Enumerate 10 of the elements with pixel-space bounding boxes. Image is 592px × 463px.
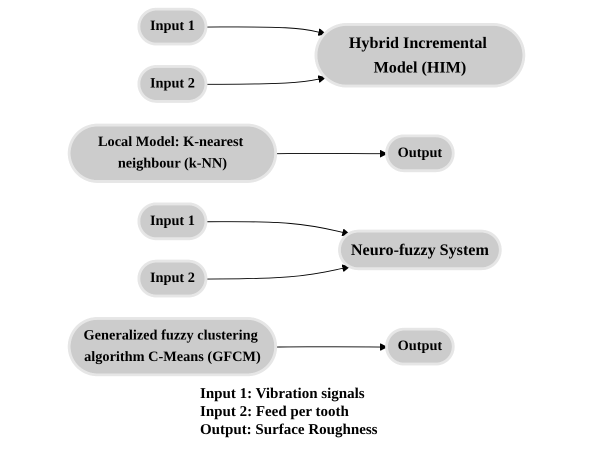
legend-note: Output: Surface Roughness (200, 421, 378, 439)
arrow (205, 264, 350, 279)
arrow (205, 220, 350, 236)
diagram-drawing: Input 1 Input 2 Hybrid Incremental Model (HIM) Local Model: K-nearest neighbour (k-NN) Output Input 1 Input 2 Neuro-fuzzy System Generalized fuzzy clustering algorithm C-Means (GFCM) Output (62, 2, 530, 382)
legend-note: Input 2: Feed per tooth (200, 403, 349, 421)
arrow (275, 149, 387, 158)
legend-note: Input 1: Vibration signals (200, 385, 365, 403)
arrow (205, 26, 326, 36)
arrow (205, 74, 326, 84)
arrow (275, 342, 387, 350)
